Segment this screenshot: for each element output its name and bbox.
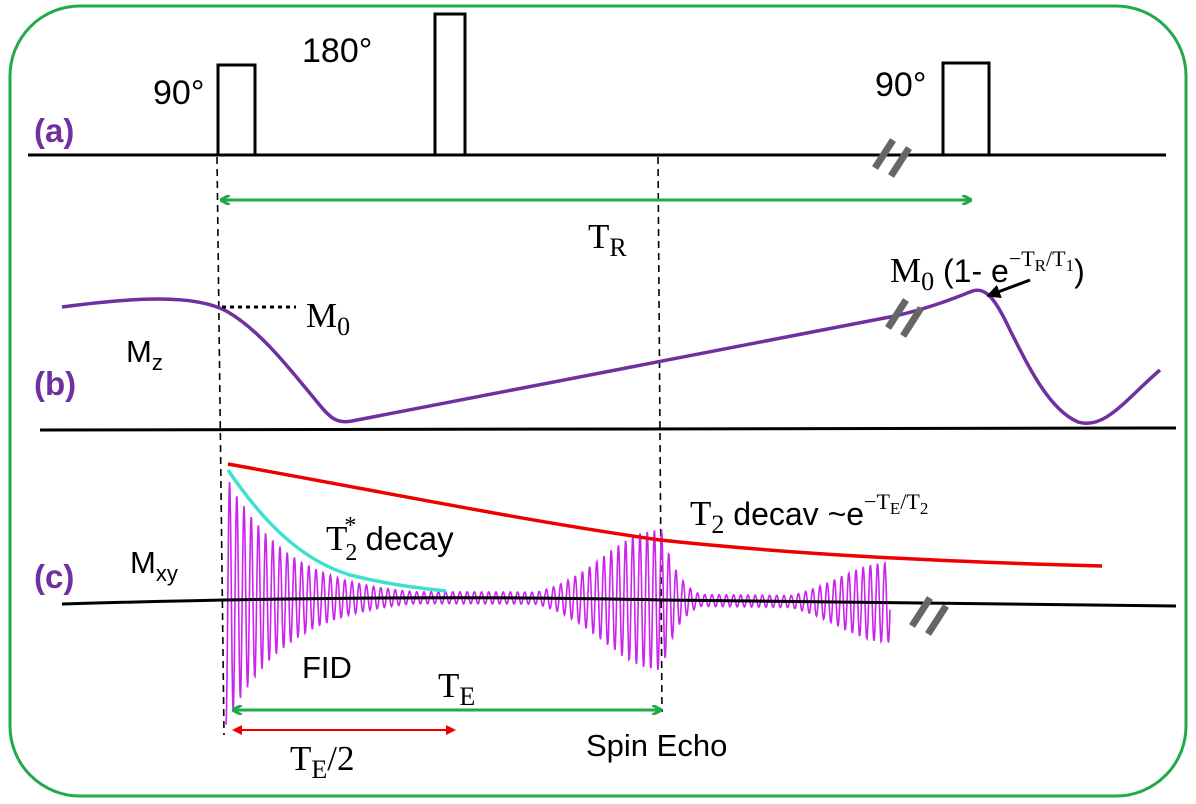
pulse-90-next-label: 90°	[875, 66, 926, 104]
pulse-90-next	[941, 61, 991, 157]
tr-label: TR	[588, 217, 627, 262]
m0-label: M0	[306, 296, 350, 341]
pulse-180-label: 180°	[302, 32, 372, 70]
axis-break-mark-c	[909, 596, 949, 636]
te-half-label: TE/2	[290, 739, 355, 784]
guide-line-echo	[657, 156, 663, 713]
pulse-180	[433, 12, 467, 157]
recovery-pointer-arrow	[986, 278, 1031, 299]
mxy-label: Mxy	[130, 545, 178, 586]
panel-label-b: (b)	[34, 365, 76, 402]
t2-decay-envelope	[227, 462, 1103, 568]
mz-curve	[61, 288, 1162, 426]
axis-break-mark-a	[872, 138, 912, 178]
t2star-decay-envelope	[226, 469, 447, 593]
t2-decay-label: T2 decav ~e−TE/T2	[690, 489, 928, 539]
t2star-label: T2* decay	[326, 513, 454, 566]
panel-label-a: (a)	[34, 112, 74, 149]
signal-waveform	[225, 481, 891, 725]
mxy-axis	[61, 596, 1177, 608]
axis-break-mark-b	[885, 298, 924, 338]
mz-axis	[39, 426, 1177, 432]
te-label: TE	[438, 666, 475, 711]
guide-line-start	[216, 156, 225, 736]
spin-echo-label: Spin Echo	[586, 728, 727, 763]
fid-echo-signal	[225, 481, 891, 725]
recovery-formula: M0 (1- e−TR/T1)	[890, 246, 1085, 296]
mz-label: Mz	[126, 334, 163, 375]
frame-border	[8, 4, 1188, 798]
fid-label: FID	[302, 650, 352, 685]
pulse-90-first-label: 90°	[153, 74, 204, 112]
panel-label-c: (c)	[34, 558, 74, 595]
pulse-90-first	[216, 63, 257, 157]
